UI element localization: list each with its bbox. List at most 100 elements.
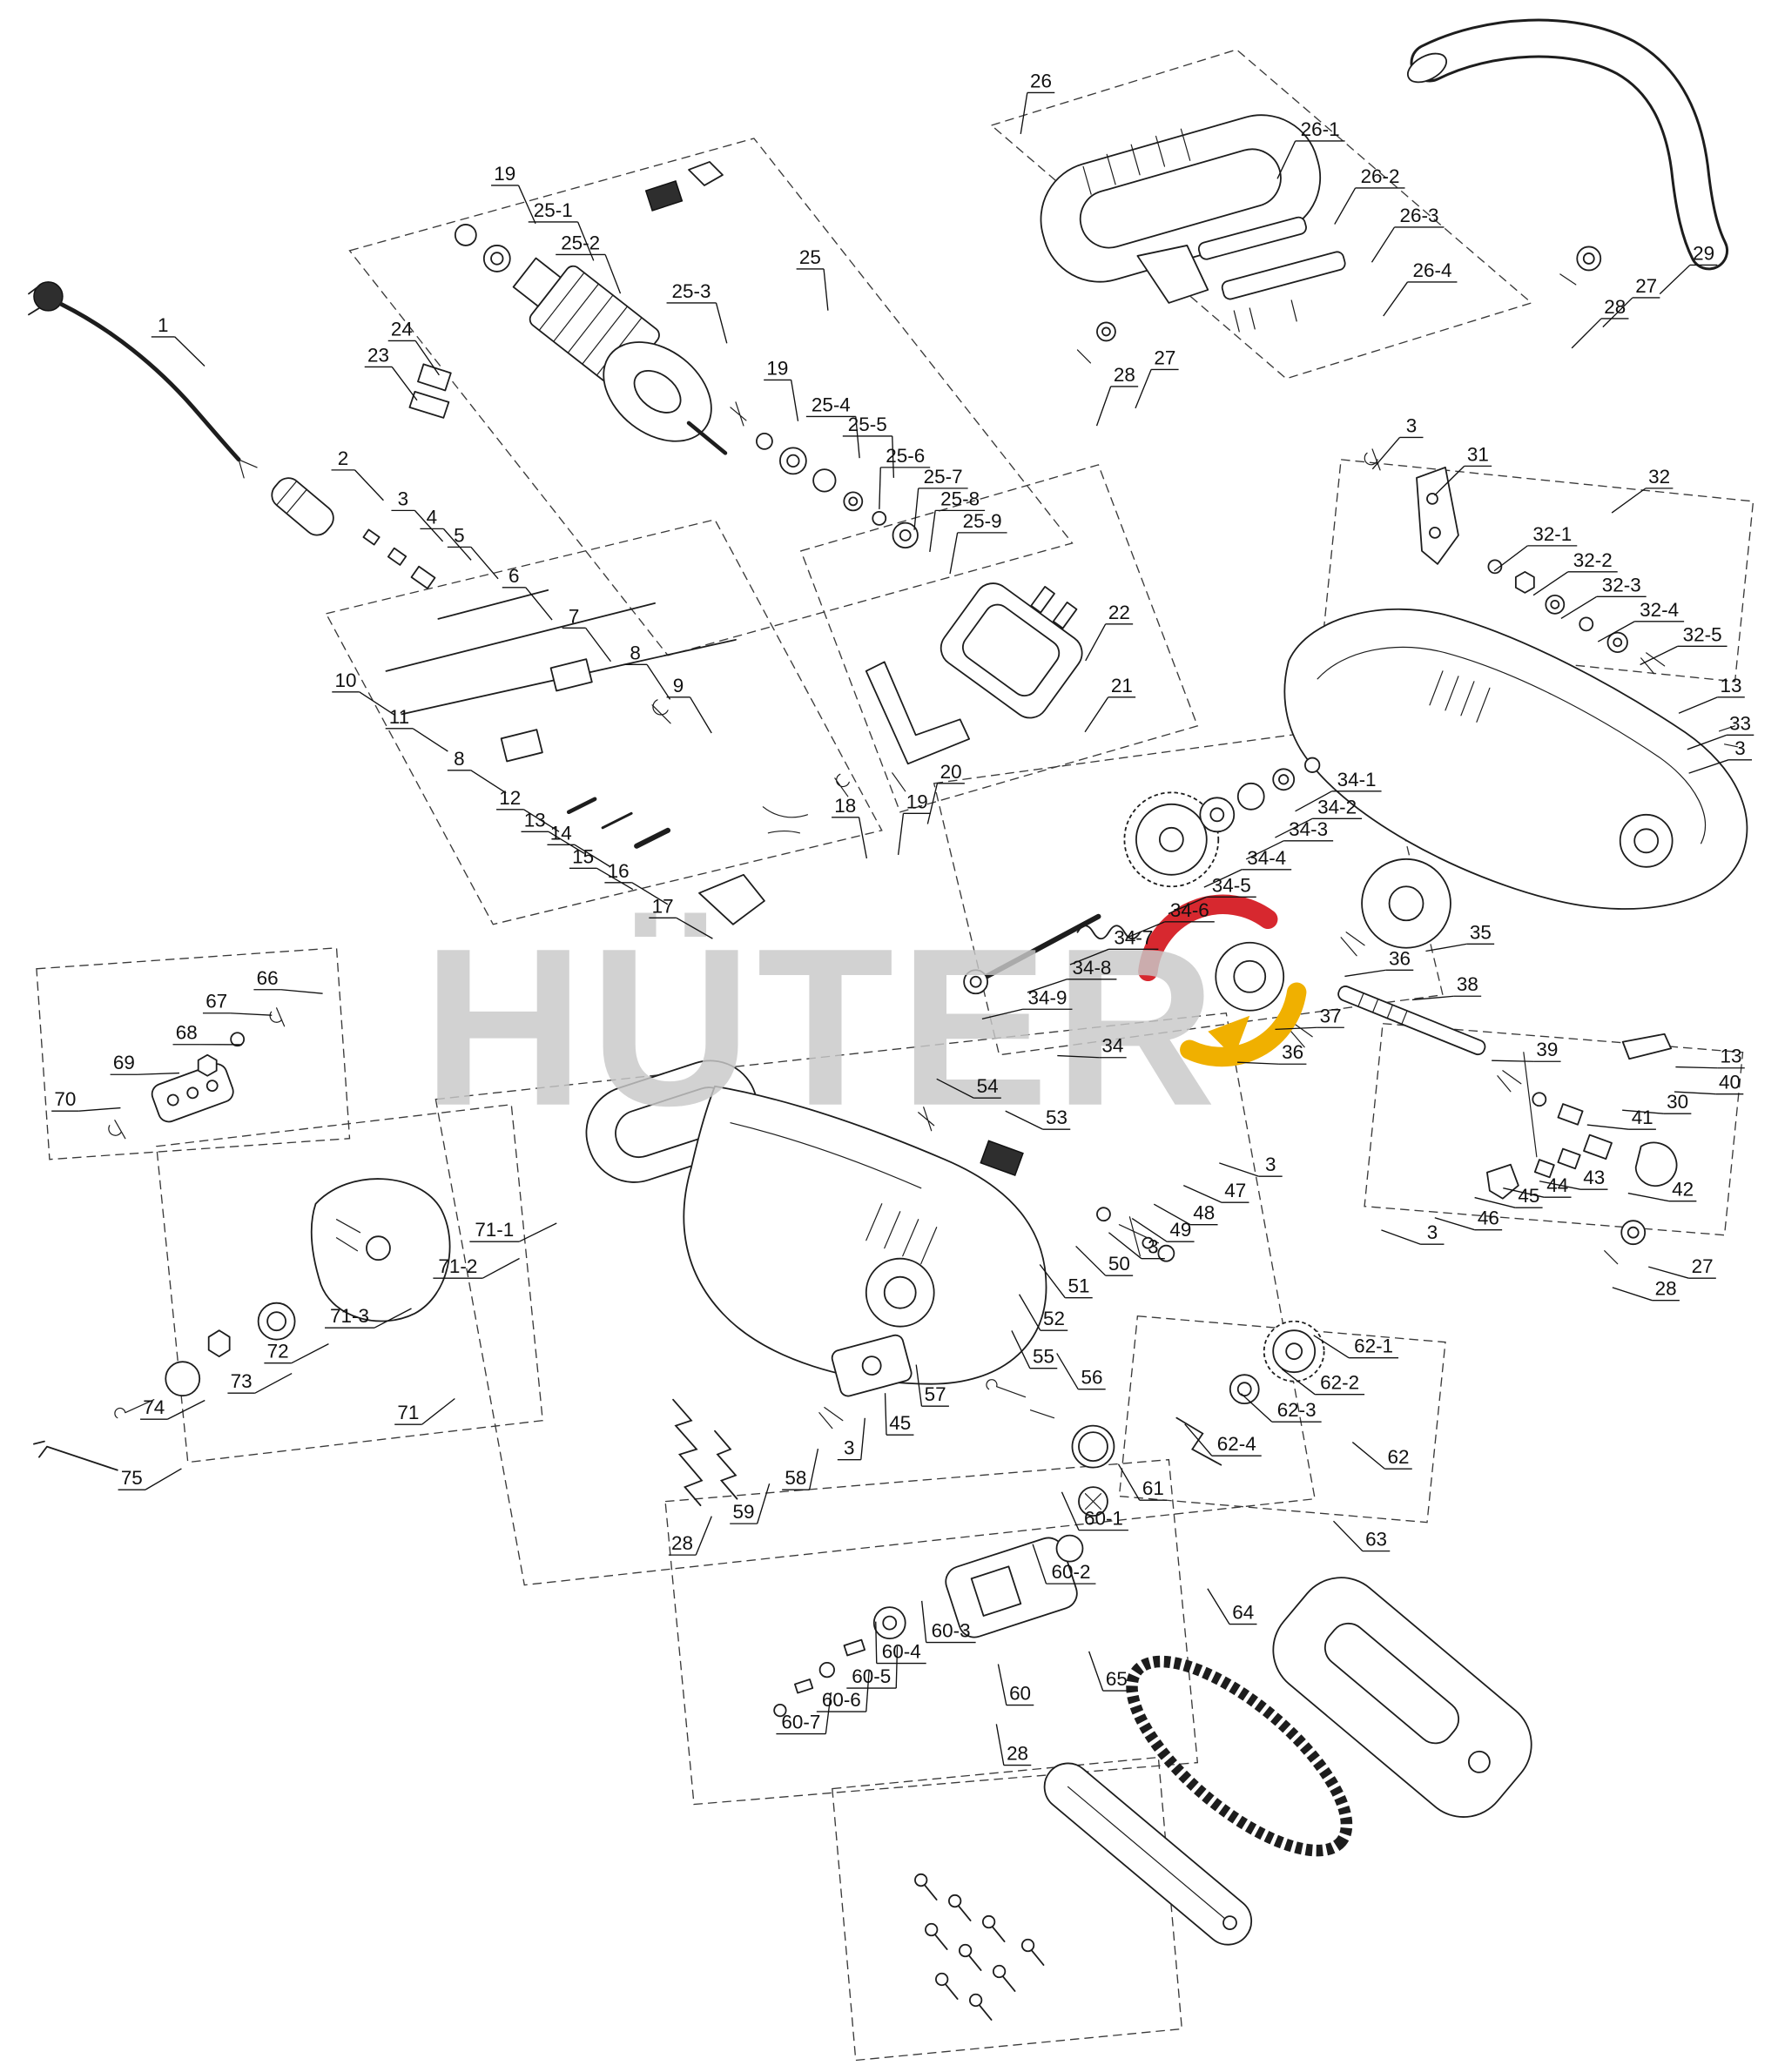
part-callout: 38 [1411,973,1482,1001]
part-callout: 5 [447,524,499,580]
front-handle-part [1407,18,1729,286]
logo-yellow-arc [1180,982,1307,1067]
part-label: 69 [113,1052,135,1073]
part-callout: 47 [1182,1180,1249,1203]
part-label: 32-3 [1602,574,1641,595]
part-callout: 20 [926,761,965,824]
part-label: 60-7 [781,1712,820,1733]
part-callout: 8 [623,642,671,700]
part-callout: 71-1 [469,1219,557,1242]
part-label: 56 [1081,1367,1102,1389]
part-callout: 51 [1039,1264,1093,1299]
part-label: 44 [1546,1174,1568,1196]
part-callout: 25-5 [842,414,895,478]
part-callout: 74 [140,1396,205,1420]
part-callout: 13 [1675,1046,1745,1069]
part-label: 3 [398,488,408,509]
part-callout: 56 [1056,1353,1106,1390]
part-callout: 25-9 [949,510,1007,575]
screw-icon [959,1943,982,1971]
part-label: 60-3 [932,1620,971,1642]
group-box-bracket-66 [36,947,351,1160]
part-label: 3 [1148,1236,1158,1258]
part-label: 60-5 [852,1665,891,1687]
part-label: 28 [671,1532,693,1554]
brand-logo-icon [1138,894,1307,1067]
side-bracket-part [1364,448,1459,565]
part-label: 41 [1632,1107,1653,1128]
group-box-sprocket-62 [1118,1315,1446,1524]
part-callout: 25 [796,246,829,311]
part-label: 50 [1108,1253,1130,1275]
part-callout: 32-1 [1493,523,1578,572]
part-callout: 34-2 [1275,796,1363,838]
part-label: 60 [1009,1683,1031,1705]
part-label: 1 [158,314,168,336]
part-callout: 27 [1602,275,1660,328]
part-label: 13 [1721,1046,1742,1067]
part-callout: 29 [1659,242,1718,295]
part-callout: 33 [1687,712,1754,750]
part-label: 62-3 [1277,1399,1317,1421]
part-callout: 71 [394,1397,455,1425]
part-label: 71-2 [438,1255,477,1277]
part-callout: 17 [649,895,713,939]
part-label: 19 [906,790,928,812]
part-label: 34-4 [1247,847,1286,869]
part-callout: 15 [569,845,634,891]
part-callout: 18 [832,795,868,859]
part-callout: 36 [1237,1041,1307,1065]
part-label: 25-1 [534,199,573,221]
part-callout: 25-4 [805,394,860,459]
part-callout: 16 [604,860,669,905]
part-label: 29 [1693,242,1714,264]
part-callout: 32-2 [1532,549,1618,596]
strain-relief-part [271,477,334,536]
part-label: 60-1 [1084,1508,1123,1530]
part-callout: 4 [420,506,472,561]
bearing-stack-parts [730,401,919,549]
part-label: 26 [1030,70,1052,91]
housing-screw-parts [1288,932,1365,1048]
part-callout: 25-2 [556,232,622,294]
part-label: 28 [1114,364,1135,386]
part-callout: 48 [1153,1202,1218,1226]
part-callout: 25-8 [929,488,986,553]
part-callout: 50 [1075,1245,1134,1276]
part-label: 57 [925,1383,946,1405]
part-label: 8 [454,748,464,770]
stator-part [762,582,1083,834]
terminal-parts [362,161,724,589]
group-box-cover-71 [156,1103,543,1463]
part-label: 36 [1389,947,1411,969]
part-callout: 37 [1275,1005,1344,1031]
part-label: 25-3 [672,280,711,302]
part-callout: 66 [253,967,323,994]
screw-icon [1020,1938,1045,1966]
part-label: 26-3 [1400,205,1439,226]
part-callout: 22 [1085,602,1134,662]
part-label: 72 [267,1341,289,1362]
part-callout: 23 [364,344,418,401]
top-handle-part [1040,114,1346,364]
part-label: 2 [338,447,348,469]
part-label: 3 [1734,737,1745,759]
switch-rod-parts [385,589,765,925]
logo-red-arc [1138,894,1278,982]
part-label: 25-8 [940,488,980,509]
fastener-row-parts [1487,559,1666,675]
group-box-oil-pump-60 [664,1458,1199,1806]
part-label: 60-2 [1052,1561,1091,1583]
part-callout: 26-2 [1334,165,1405,225]
part-label: 27 [1635,275,1657,297]
part-callout: 21 [1084,675,1136,733]
part-callout: 25-7 [913,466,968,530]
part-callout: 13 [521,809,585,854]
part-label: 25-2 [561,232,600,253]
part-callout: 36 [1344,947,1414,978]
part-callout: 3 [1219,1154,1283,1177]
part-callout: 60-6 [816,1670,870,1712]
screw-icon [925,1922,948,1950]
